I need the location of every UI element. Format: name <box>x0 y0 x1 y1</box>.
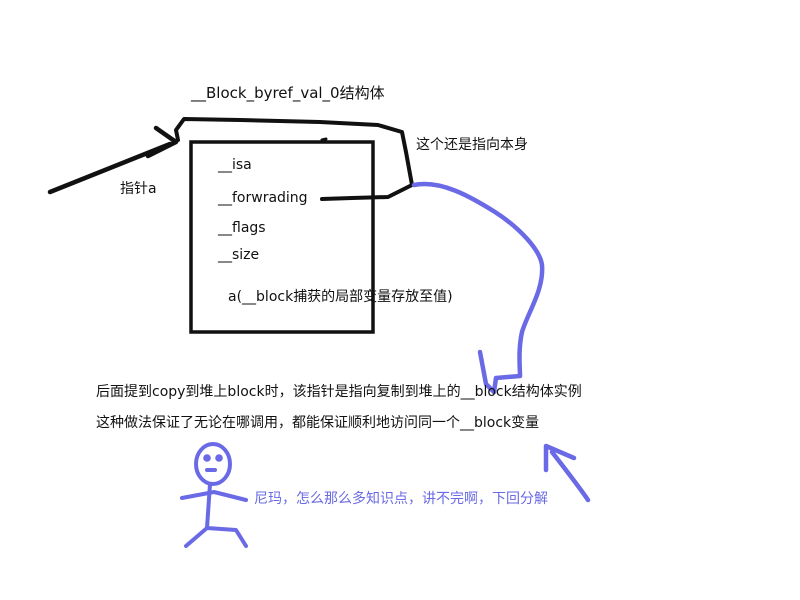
top-connector-tick <box>320 137 328 142</box>
stickman-left-eye <box>203 454 211 462</box>
struct-box <box>189 140 375 334</box>
field-value: a(__block捕获的局部变量存放至值) <box>228 289 453 305</box>
block-variable-arrowhead <box>543 443 577 473</box>
forwarding-self-arrow <box>174 117 414 201</box>
stickman-head <box>194 442 232 486</box>
pointer-a-label: 指针a <box>120 181 157 197</box>
stickman-body <box>205 482 212 530</box>
struct-title: __Block_byref_val_0结构体 <box>191 84 385 102</box>
stickman-caption: 尼玛，怎么那么多知识点，讲不完啊，下回分解 <box>254 491 548 507</box>
explanation-line-1: 后面提到copy到堆上block时，该指针是指向复制到堆上的__block结构体… <box>96 384 582 400</box>
pointer-a-arrowhead <box>145 125 179 159</box>
field-forwarding: __forwrading <box>218 190 308 206</box>
field-flags: __flags <box>218 220 266 236</box>
stickman-arms <box>180 490 248 502</box>
field-isa: __isa <box>218 157 252 173</box>
stickman-left-leg <box>184 526 209 548</box>
heap-copy-curve <box>411 181 545 395</box>
pointer-a-arrow <box>47 141 173 195</box>
explanation-line-2: 这种做法保证了无论在哪调用，都能保证顺利地访问同一个__block变量 <box>96 415 540 431</box>
stickman-right-eye <box>215 454 223 462</box>
field-size: __size <box>218 247 260 263</box>
self-pointer-note: 这个还是指向本身 <box>416 137 528 153</box>
block-variable-arrow <box>549 449 591 503</box>
stickman-right-leg <box>205 526 248 548</box>
stickman-figure <box>180 442 248 548</box>
